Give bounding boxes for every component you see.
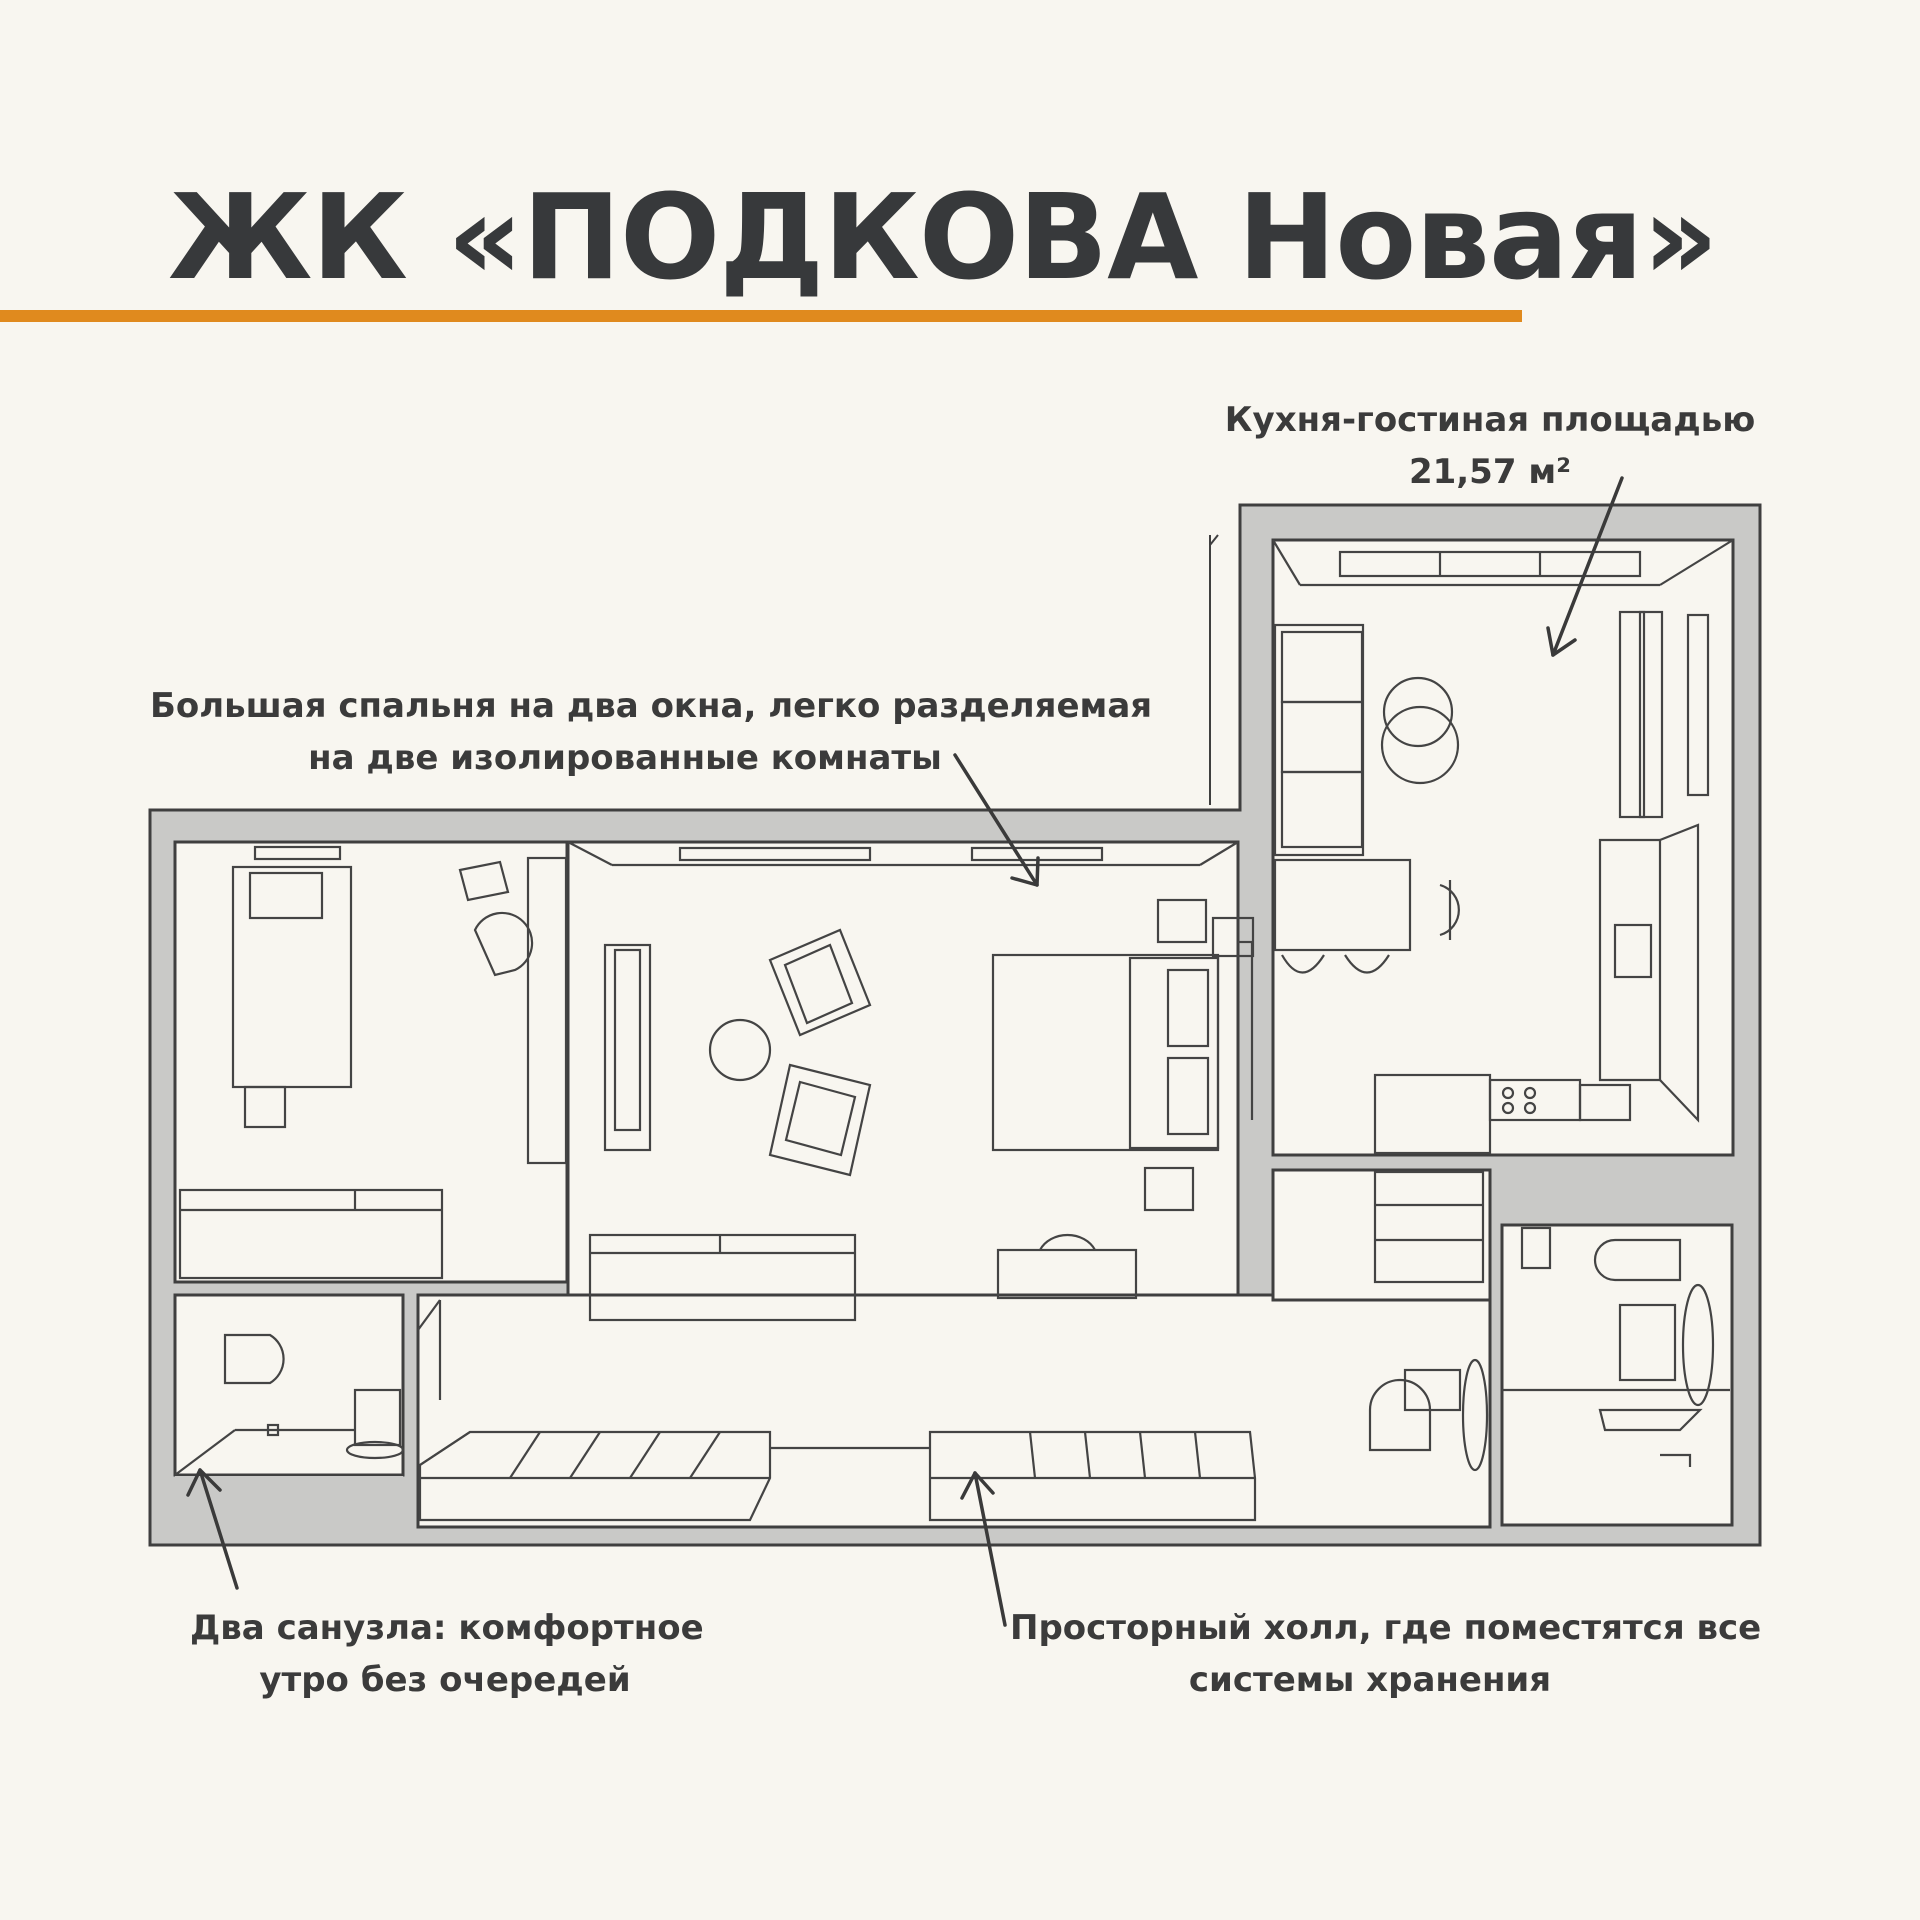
bathrooms-annotation: Два санузла: комфортное утро без очереде… bbox=[190, 1602, 704, 1706]
arrow-icon bbox=[1546, 476, 1624, 657]
room-large-bedroom bbox=[566, 840, 1240, 1324]
dining-table bbox=[1273, 858, 1412, 952]
armchair bbox=[768, 1063, 872, 1177]
kitchen-annotation: Кухня-гостиная площадью 21,57 м² bbox=[1220, 394, 1760, 498]
arrow-icon bbox=[953, 753, 1040, 887]
page-title: ЖК «ПОДКОВА Новая» bbox=[168, 168, 1719, 306]
hall-storage-right bbox=[928, 1430, 1257, 1522]
armchair bbox=[768, 928, 872, 1037]
bedroom-annotation-line1: Большая спальня на два окна, легко разде… bbox=[150, 686, 1153, 726]
bedroom-window bbox=[678, 846, 872, 862]
bathrooms-annotation-line1: Два санузла: комфортное bbox=[190, 1608, 704, 1648]
kitchen-annotation-line1: Кухня-гостиная площадью bbox=[1224, 400, 1756, 440]
arrow-icon bbox=[186, 1468, 239, 1590]
bedroom-annotation-line2: на две изолированные комнаты bbox=[308, 738, 942, 778]
room-hall-upper bbox=[1271, 1168, 1492, 1302]
room-small-bedroom bbox=[173, 840, 569, 1284]
toilet bbox=[1593, 1238, 1682, 1282]
kitchen-window bbox=[1338, 550, 1642, 578]
single-bed bbox=[231, 865, 353, 1089]
kitchen-annotation-line2: 21,57 м² bbox=[1408, 452, 1572, 492]
room-bathroom-right bbox=[1500, 1223, 1734, 1527]
title-underline bbox=[0, 310, 1522, 322]
hall-annotation: Просторный холл, где поместятся все сист… bbox=[1010, 1602, 1762, 1706]
hall-annotation-line2: системы хранения bbox=[1188, 1660, 1552, 1700]
hall-annotation-line1: Просторный холл, где поместятся все bbox=[1010, 1608, 1762, 1648]
bathrooms-annotation-line2: утро без очередей bbox=[259, 1660, 631, 1700]
toilet bbox=[223, 1333, 285, 1385]
arrow-icon bbox=[960, 1471, 1007, 1627]
room-hall bbox=[416, 1293, 1492, 1529]
bedroom-annotation: Большая спальня на два окна, легко разде… bbox=[150, 680, 1153, 784]
